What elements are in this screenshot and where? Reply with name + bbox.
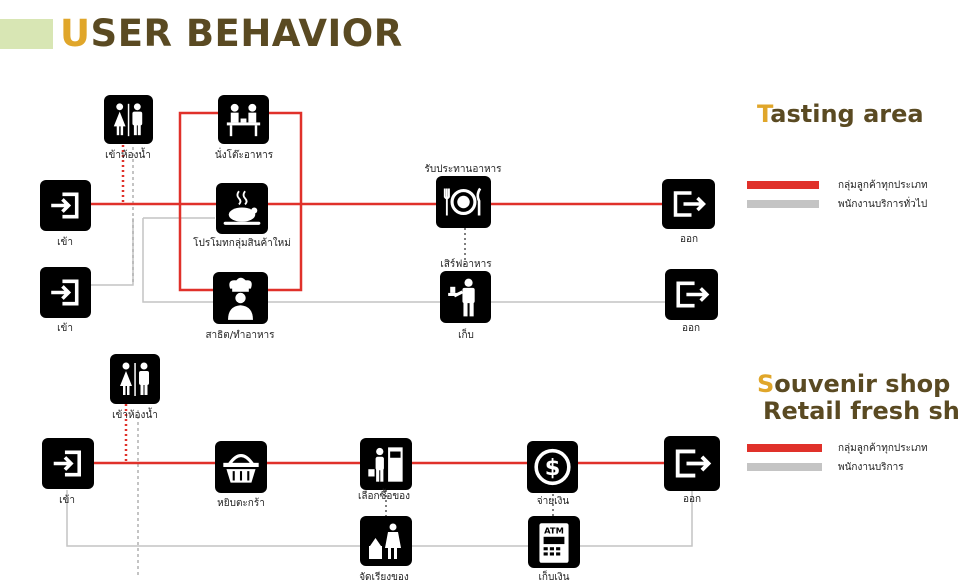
tasting-legend-customer: กลุ่มลูกค้าทุกประเภท (838, 180, 928, 191)
header-accent-bar (0, 19, 53, 49)
chef-label: สาธิต/ทำอาหาร (205, 330, 275, 341)
enter-icon-3 (42, 438, 94, 489)
shopping-icon (360, 438, 412, 490)
souvenir-legend-customer: กลุ่มลูกค้าทุกประเภท (838, 443, 928, 454)
dollar-icon: $ (527, 441, 578, 493)
exit-icon-1 (662, 179, 715, 229)
souvenir-title-line1: Souvenir shop & (757, 370, 960, 398)
dining-label: นั่งโต๊ะอาหาร (214, 150, 274, 161)
select-label: เลือกซื้อของ (357, 491, 411, 502)
basket-icon (215, 441, 267, 493)
clear-label: เก็บ (458, 330, 474, 341)
restroom-label-1: เข้าห้องน้ำ (105, 150, 151, 161)
basket-label: หยิบตะกร้า (217, 498, 265, 509)
souvenir-title-line2: Retail fresh shop (763, 397, 960, 425)
cash-label: เก็บเงิน (538, 572, 570, 583)
exit-label-2: ออก (681, 323, 701, 334)
enter-icon-1 (40, 180, 91, 231)
dining-icon (218, 95, 269, 144)
enter-label-2: เข้า (57, 323, 73, 334)
atm-icon: ATM (528, 516, 580, 568)
exit-icon-3 (664, 436, 720, 491)
restroom-icon-2 (110, 354, 160, 404)
tasting-legend-customer-swatch (747, 181, 819, 189)
svg-text:ATM: ATM (544, 526, 564, 536)
exit-icon-2 (665, 269, 718, 320)
tasting-area-title: Tasting area (757, 100, 924, 128)
restroom-label-2: เข้าห้องน้ำ (112, 410, 158, 421)
serve-label: เสิร์ฟอาหาร (440, 259, 492, 270)
staff-path-to-clear (142, 218, 440, 303)
souvenir-legend-customer-swatch (747, 444, 822, 452)
enter-label-1: เข้า (57, 237, 73, 248)
restroom-icon-1 (104, 95, 153, 144)
stocking-icon (360, 516, 412, 566)
stock-label: จัดเรียงของ (359, 572, 409, 583)
chef-icon (213, 272, 268, 324)
enter-icon-2 (40, 267, 91, 318)
eat-label: รับประทานอาหาร (424, 164, 502, 175)
waiter-icon (440, 271, 491, 323)
plate-icon (436, 176, 491, 228)
pay-label: จ่ายเงิน (536, 496, 570, 507)
exit-label-3: ออก (682, 494, 702, 505)
souvenir-legend-staff-swatch (747, 463, 822, 471)
svg-text:$: $ (545, 455, 561, 481)
staff-path-enter-to-kitchen (91, 218, 134, 286)
tasting-legend-staff: พนักงานบริการทั่วไป (838, 199, 928, 210)
promo-label: โปรโมทกลุ่มสินค้าใหม่ (193, 238, 291, 249)
souvenir-legend-staff: พนักงานบริการ (838, 462, 904, 473)
exit-label-1: ออก (679, 234, 699, 245)
tasting-legend-staff-swatch (747, 200, 819, 208)
page-title: USER BEHAVIOR (60, 12, 403, 55)
enter-label-3: เข้า (59, 495, 75, 506)
roast-chicken-icon (216, 183, 268, 234)
